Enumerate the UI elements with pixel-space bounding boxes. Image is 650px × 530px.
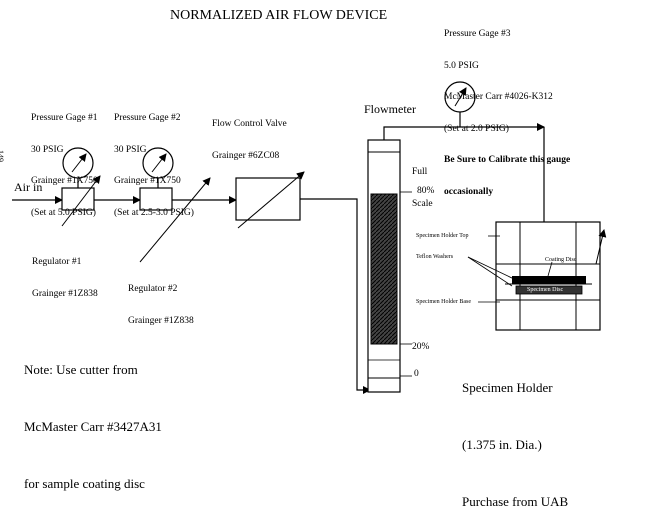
cutter-note-line1: Note: Use cutter from xyxy=(24,362,138,377)
holder-top-label: Specimen Holder Top xyxy=(416,233,469,239)
regulator-2 xyxy=(139,177,211,263)
gage3-part: McMaster Carr #4026-K312 xyxy=(444,92,553,102)
gage2-setting: (Set at 2.5-3.0 PSIG) xyxy=(114,207,194,218)
regulator2-name: Regulator #2 xyxy=(128,284,178,294)
cutter-note-line2: McMaster Carr #3427A31 xyxy=(24,419,162,434)
holder-base-label: Specimen Holder Base xyxy=(416,299,471,305)
regulator2-label: Regulator #2 Grainger #1Z838 xyxy=(128,263,194,337)
gage2-name: Pressure Gage #2 xyxy=(114,113,181,123)
cutter-note: Note: Use cutter from McMaster Carr #342… xyxy=(24,322,162,512)
gage3-rating: 5.0 PSIG xyxy=(444,60,479,71)
gage3-setting: (Set at 2.0 PSIG) xyxy=(444,123,509,134)
gage3-warning-1: Be Sure to Calibrate this gauge xyxy=(444,155,571,165)
regulator1-label: Regulator #1 Grainger #1Z838 xyxy=(32,236,98,310)
gage3-warning-2: occasionally xyxy=(444,186,494,197)
gage1-name: Pressure Gage #1 xyxy=(31,113,98,123)
gage2-part: Grainger #1X750 xyxy=(114,176,181,186)
coating-disc-label: Coating Disc xyxy=(545,257,577,263)
specimen-disc-label: Specimen Disc xyxy=(527,287,564,293)
pressure-gage-3 xyxy=(444,81,476,113)
full-scale-label: Full Scale xyxy=(412,146,433,220)
regulator1-name: Regulator #1 xyxy=(32,257,82,267)
flow-control-valve xyxy=(235,171,305,229)
specimen-holder-name: Specimen Holder xyxy=(462,380,553,395)
holder-label-leaders xyxy=(467,235,553,303)
specimen-holder-dia: (1.375 in. Dia.) xyxy=(462,437,542,452)
gage1-setting: (Set at 5.0 PSIG) xyxy=(31,207,96,218)
specimen-holder-source: Purchase from UAB xyxy=(462,494,569,509)
full-scale-line2: Scale xyxy=(412,198,433,209)
pressure-gage-2 xyxy=(142,147,174,179)
regulator-1 xyxy=(61,175,101,227)
side-mark: 149 xyxy=(0,150,5,162)
flowmeter-outlet-line xyxy=(383,112,548,237)
cutter-note-line3: for sample coating disc xyxy=(24,476,145,491)
gage3-name: Pressure Gage #3 xyxy=(444,29,511,39)
diagram-title: NORMALIZED AIR FLOW DEVICE xyxy=(170,8,388,23)
specimen-holder-label: Specimen Holder (1.375 in. Dia.) Purchas… xyxy=(462,340,568,530)
valve-label: Flow Control Valve Grainger #6ZC08 xyxy=(212,98,287,172)
gage2-label: Pressure Gage #2 30 PSIG Grainger #1X750… xyxy=(114,92,194,229)
holder-outlet-arrow xyxy=(595,229,607,265)
flowmeter-tube xyxy=(367,139,412,393)
regulator2-part: Grainger #1Z838 xyxy=(128,315,194,326)
gage1-rating: 30 PSIG xyxy=(31,144,64,155)
flowmeter-mark-20: 20% xyxy=(412,342,430,352)
pressure-gage-1 xyxy=(62,147,94,179)
teflon-washers-label: Teflon Washers xyxy=(416,254,454,260)
flowmeter-mark-0: 0 xyxy=(414,369,419,379)
valve-name: Flow Control Valve xyxy=(212,119,287,129)
valve-to-flowmeter-line xyxy=(300,198,371,394)
flowmeter-label: Flowmeter xyxy=(364,102,416,116)
gage1-part: Grainger #1X750 xyxy=(31,176,98,186)
gage1-label: Pressure Gage #1 30 PSIG Grainger #1X750… xyxy=(31,92,98,229)
air-in-label: Air in xyxy=(14,180,43,194)
regulator1-part: Grainger #1Z838 xyxy=(32,288,98,299)
gage2-rating: 30 PSIG xyxy=(114,144,147,155)
flowmeter-mark-80: 80% xyxy=(417,186,435,196)
gage3-label: Pressure Gage #3 5.0 PSIG McMaster Carr … xyxy=(444,8,570,208)
full-scale-line1: Full xyxy=(412,167,428,177)
valve-part: Grainger #6ZC08 xyxy=(212,150,280,161)
flow-diagram xyxy=(12,81,607,394)
